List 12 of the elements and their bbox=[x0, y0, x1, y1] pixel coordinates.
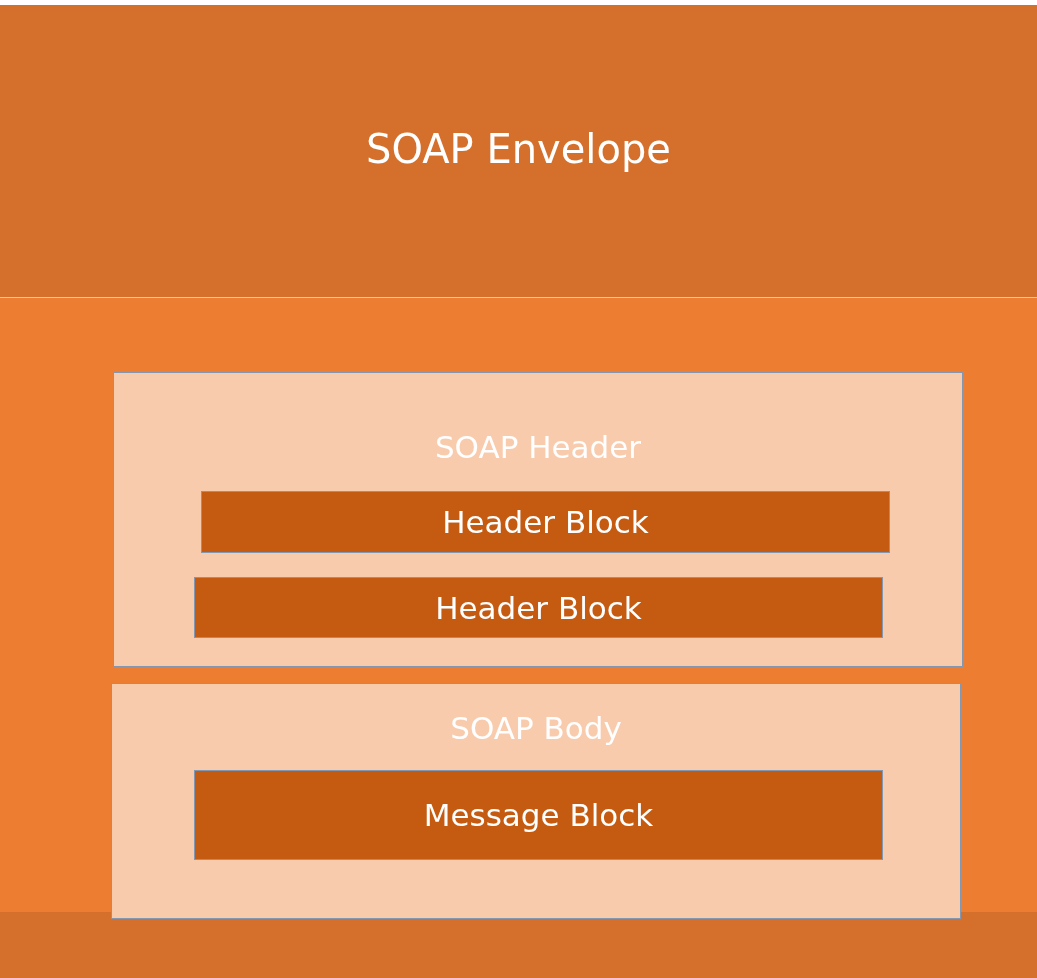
block-label: Message Block bbox=[423, 797, 654, 833]
section-title: SOAP Header bbox=[433, 428, 643, 467]
section-box bbox=[111, 683, 961, 919]
block-label: Header Block bbox=[435, 589, 642, 626]
section-title: SOAP Body bbox=[449, 709, 623, 748]
envelope-title: SOAP Envelope bbox=[365, 125, 672, 174]
block-box bbox=[201, 491, 890, 553]
block-box bbox=[194, 577, 883, 638]
block-box bbox=[194, 770, 883, 860]
envelope-panel bbox=[0, 5, 1037, 978]
block-label: Header Block bbox=[442, 504, 649, 540]
section-box bbox=[113, 372, 963, 667]
